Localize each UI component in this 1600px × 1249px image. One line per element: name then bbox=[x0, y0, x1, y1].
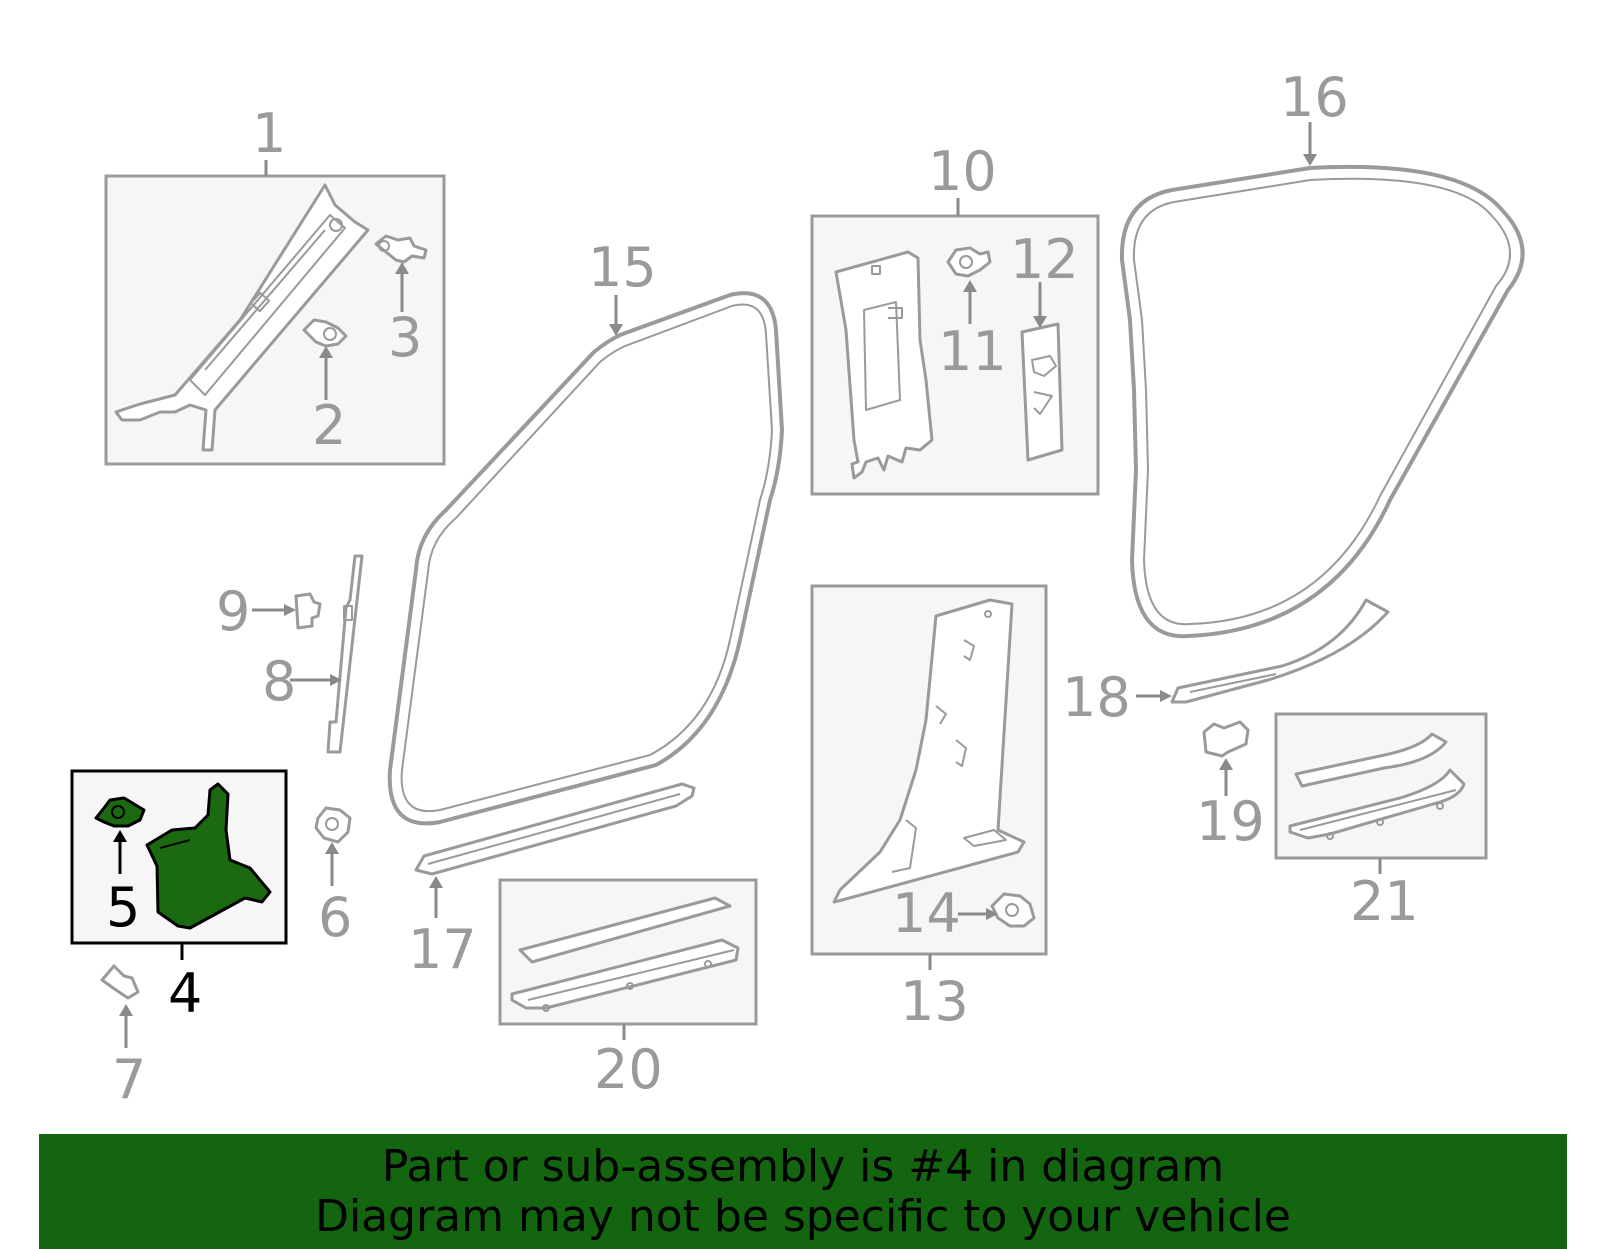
callout-15: 15 bbox=[588, 236, 657, 299]
part-11-clip[interactable] bbox=[946, 246, 992, 278]
callout-8: 8 bbox=[262, 650, 296, 713]
callout-13: 13 bbox=[900, 970, 969, 1033]
callout-20: 20 bbox=[594, 1038, 663, 1101]
part-17-scuff-plate[interactable] bbox=[414, 782, 696, 876]
part-10-center-pillar-upper-trim[interactable] bbox=[834, 250, 934, 480]
part-12-cover[interactable] bbox=[1020, 322, 1064, 462]
callout-16: 16 bbox=[1280, 66, 1349, 129]
part-2-clip[interactable] bbox=[302, 318, 348, 348]
callout-5: 5 bbox=[106, 876, 140, 939]
part-19-clip[interactable] bbox=[1202, 720, 1250, 758]
callout-1: 1 bbox=[252, 102, 286, 165]
part-8-weatherstrip-retainer[interactable] bbox=[326, 554, 364, 754]
callout-2: 2 bbox=[312, 394, 346, 457]
callout-6: 6 bbox=[318, 886, 352, 949]
part-6-grommet[interactable] bbox=[314, 806, 352, 844]
callout-7: 7 bbox=[112, 1048, 146, 1111]
part-7-clip[interactable] bbox=[100, 964, 140, 1000]
callout-4: 4 bbox=[168, 962, 202, 1025]
callout-19: 19 bbox=[1196, 790, 1265, 853]
banner-line-disclaimer: Diagram may not be specific to your vehi… bbox=[315, 1191, 1291, 1242]
callout-17: 17 bbox=[408, 918, 477, 981]
part-21-scuff-plate-set[interactable] bbox=[1288, 732, 1466, 840]
callout-14: 14 bbox=[892, 882, 961, 945]
part-5-clip[interactable] bbox=[94, 796, 146, 828]
callout-12: 12 bbox=[1010, 228, 1079, 291]
callout-18: 18 bbox=[1062, 666, 1131, 729]
callout-11: 11 bbox=[938, 320, 1007, 383]
part-15-front-door-weatherstrip[interactable] bbox=[387, 291, 784, 826]
info-banner: Part or sub-assembly is #4 in diagram Di… bbox=[39, 1134, 1567, 1249]
callout-9: 9 bbox=[216, 580, 250, 643]
part-9-clip[interactable] bbox=[294, 592, 322, 630]
callout-10: 10 bbox=[928, 140, 997, 203]
part-16-rear-door-weatherstrip[interactable] bbox=[1119, 164, 1525, 639]
part-14-clip[interactable] bbox=[990, 892, 1036, 928]
banner-line-part: Part or sub-assembly is #4 in diagram bbox=[381, 1141, 1225, 1192]
part-4-kick-panel[interactable] bbox=[145, 782, 272, 930]
part-20-scuff-plate-set[interactable] bbox=[510, 896, 740, 1012]
part-13-center-pillar-lower-trim[interactable] bbox=[832, 598, 1026, 904]
callout-21: 21 bbox=[1350, 870, 1419, 933]
part-3-clip[interactable] bbox=[374, 234, 428, 264]
part-1-front-pillar-garnish[interactable] bbox=[114, 183, 370, 452]
part-18-scuff-plate-rear[interactable] bbox=[1170, 598, 1390, 704]
callout-3: 3 bbox=[388, 306, 422, 369]
